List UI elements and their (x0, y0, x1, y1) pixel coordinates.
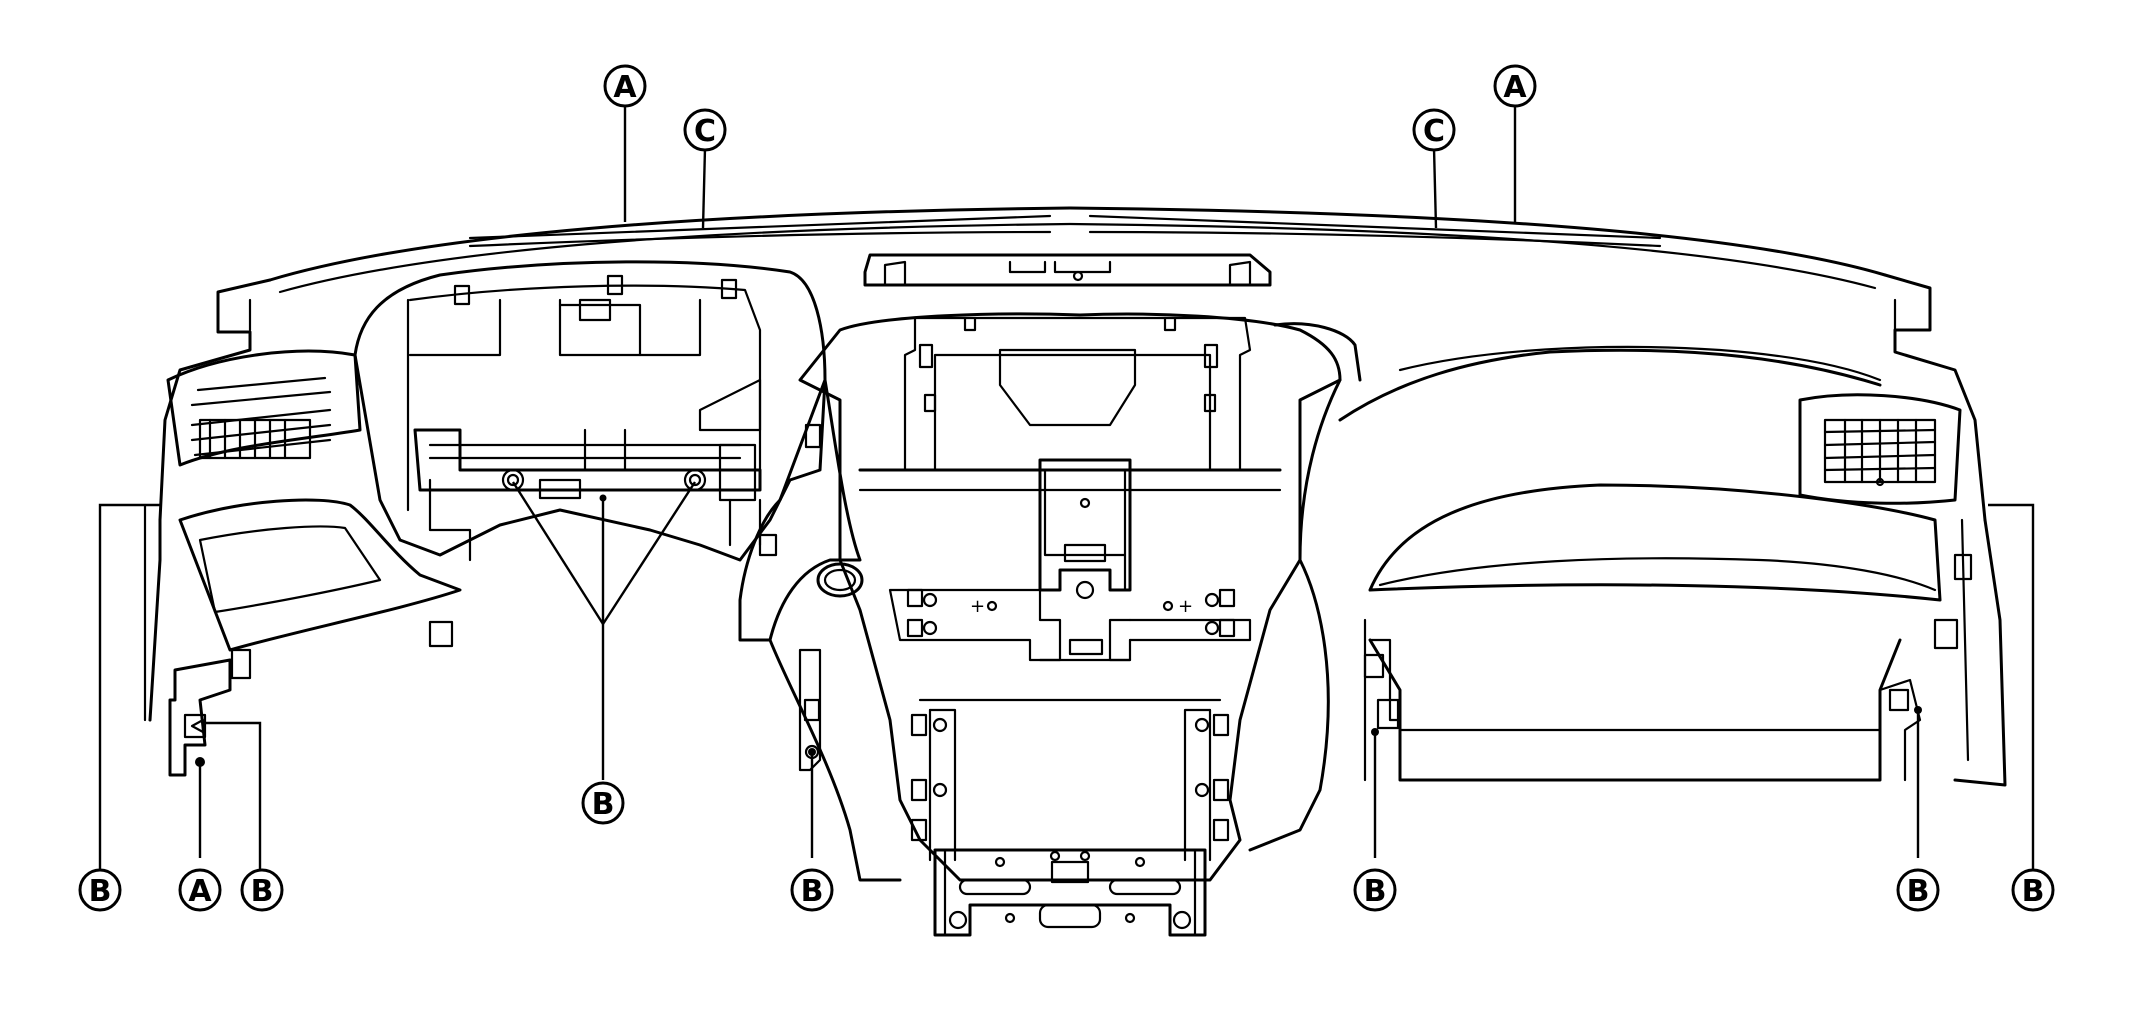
callout-b-bottom-left: B (240, 868, 284, 912)
left-air-vent (166, 349, 362, 467)
instrument-panel-outline (143, 206, 2007, 787)
plus-mark-left: + (970, 596, 985, 617)
svg-text:B: B (89, 874, 112, 909)
meter-cluster-opening (353, 260, 827, 562)
callout-b-glovebox-left: B (1353, 868, 1397, 912)
center-console-stack: + + (798, 253, 1342, 937)
svg-text:A: A (1503, 70, 1527, 105)
left-lower-bracket (168, 658, 232, 777)
svg-text:B: B (2022, 874, 2045, 909)
left-lower-panel (178, 498, 462, 680)
callout-b-left-edge: B (78, 868, 122, 912)
svg-text:B: B (1364, 874, 1387, 909)
leader-lines (98, 105, 2035, 871)
svg-text:C: C (1423, 114, 1445, 149)
callout-top-a-right: A (1493, 64, 1537, 108)
callout-b-center-cluster: B (581, 781, 625, 825)
svg-text:B: B (251, 874, 274, 909)
plus-mark-right: + (1178, 596, 1193, 617)
center-left-trim (738, 378, 902, 882)
svg-text:B: B (592, 787, 615, 822)
callout-b-center-left: B (790, 868, 834, 912)
right-air-vent (1798, 393, 1962, 505)
callout-top-c-left: C (683, 108, 727, 152)
passenger-panel (1248, 322, 1973, 852)
callout-b-glovebox-right: B (1896, 868, 1940, 912)
callout-top-a-left: A (603, 64, 647, 108)
svg-text:B: B (801, 874, 824, 909)
svg-text:A: A (188, 874, 212, 909)
callout-a-bottom-left: A (178, 868, 222, 912)
callout-b-right-edge: B (2011, 868, 2055, 912)
svg-text:C: C (694, 114, 716, 149)
callout-top-c-right: C (1412, 108, 1456, 152)
svg-text:A: A (613, 70, 637, 105)
svg-text:B: B (1907, 874, 1930, 909)
